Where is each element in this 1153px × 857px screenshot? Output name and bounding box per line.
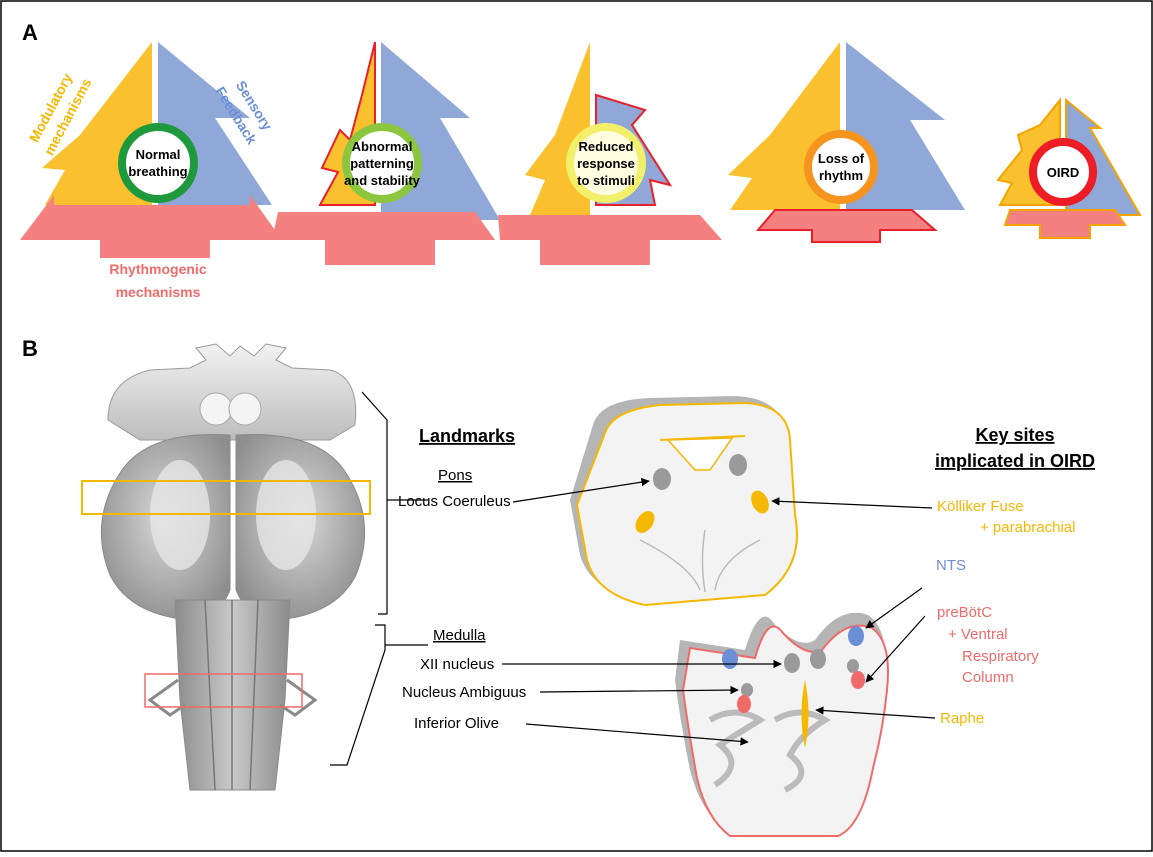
colliculus-right [229, 393, 261, 425]
state-label-line-1: Reduced [579, 139, 634, 154]
state-reduced-response: Reduced response to stimuli [498, 42, 722, 265]
locus-coeruleus-dot-right [729, 454, 747, 476]
rhythmogenic-arrow [1005, 210, 1125, 238]
state-loss-of-rhythm: Loss of rhythm [728, 42, 965, 242]
nts-dot-right [848, 626, 864, 646]
prebotc-label-line-2: + Ventral [948, 626, 1008, 643]
inferior-olive-label: Inferior Olive [414, 715, 499, 732]
prebotc-label-line-4: Column [962, 669, 1014, 686]
state-label-line-2: breathing [128, 164, 187, 179]
medulla-heading: Medulla [433, 627, 486, 644]
kolliker-label-line-1: Kölliker Fuse [937, 498, 1024, 515]
xii-dot-right [810, 649, 826, 669]
kolliker-arrow [772, 501, 932, 508]
prebotc-label-line-3: Respiratory [962, 648, 1039, 665]
state-oird: OIRD [998, 100, 1140, 238]
status-ring [122, 127, 194, 199]
pons-heading: Pons [438, 467, 472, 484]
nts-dot-left [722, 649, 738, 669]
state-label-line-3: to stimuli [577, 173, 635, 188]
sites-heading-line-2: implicated in OIRD [935, 451, 1095, 471]
locus-coeruleus-label: Locus Coeruleus [398, 493, 511, 510]
state-label-line-1: Abnormal [352, 139, 413, 154]
rhythmogenic-label-line-2: mechanisms [116, 284, 201, 300]
state-label-line-2: patterning [350, 156, 414, 171]
locus-coeruleus-dot-left [653, 468, 671, 490]
rhythmogenic-arrow [498, 215, 722, 265]
status-ring [808, 134, 874, 200]
state-label-line-1: OIRD [1047, 165, 1080, 180]
landmarks-heading: Landmarks [419, 426, 515, 446]
state-label-line-2: rhythm [819, 168, 863, 183]
nts-arrow [866, 588, 922, 628]
medulla-cross-section [675, 613, 888, 836]
panel-a-letter: A [22, 20, 38, 45]
colliculus-left [200, 393, 232, 425]
medulla-bracket [330, 625, 385, 765]
prebotc-dot-left [737, 695, 751, 713]
state-label-line-2: response [577, 156, 635, 171]
raphe-label: Raphe [940, 710, 984, 727]
rhythmogenic-label-line-1: Rhythmogenic [109, 261, 206, 277]
kolliker-label-line-2: + parabrachial [980, 519, 1075, 536]
nts-label: NTS [936, 557, 966, 574]
state-label-line-3: and stability [344, 173, 421, 188]
nucleus-ambiguus-label: Nucleus Ambiguus [402, 684, 526, 701]
state-label-line-1: Loss of [818, 151, 865, 166]
state-label-line-1: Normal [136, 147, 181, 162]
ambiguus-dot-left [741, 683, 753, 697]
prebotc-dot-right [851, 671, 865, 689]
panel-b-letter: B [22, 336, 38, 361]
prebotc-label-line-1: preBötC [937, 604, 992, 621]
cerebellum-shape [108, 344, 356, 440]
rhythmogenic-arrow [272, 212, 495, 265]
brainstem-illustration [82, 344, 370, 790]
state-abnormal-patterning: Abnormal patterning and stability [272, 42, 500, 265]
rhythmogenic-arrow [758, 210, 935, 242]
pons-cross-section [570, 396, 797, 605]
sites-heading-line-1: Key sites [975, 425, 1054, 445]
xii-dot-left [784, 653, 800, 673]
xii-nucleus-label: XII nucleus [420, 656, 494, 673]
ambiguus-dot-right [847, 659, 859, 673]
pons-bracket [362, 392, 387, 614]
